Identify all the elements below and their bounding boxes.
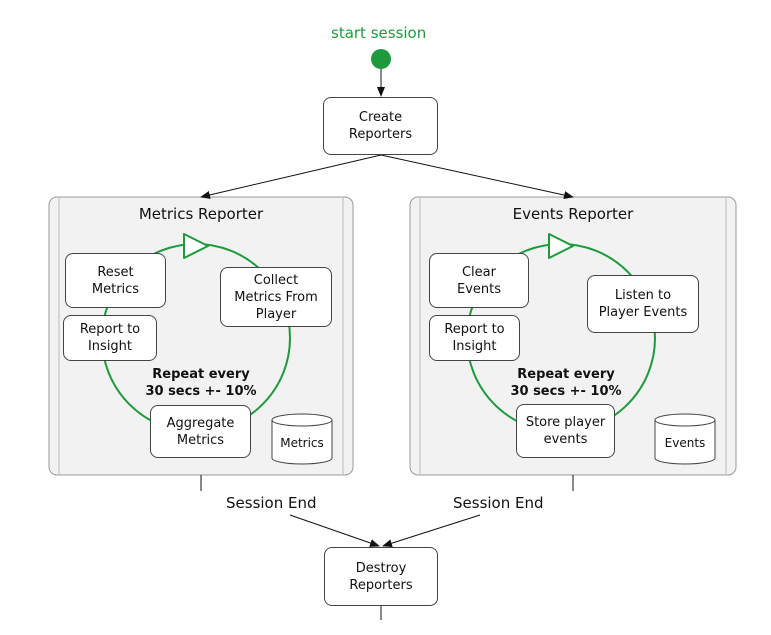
metrics-repeat-label: Repeat every 30 secs +- 10% [136, 366, 266, 400]
collect-metrics-node: Collect Metrics From Player [220, 267, 332, 327]
start-label: start session [331, 24, 427, 42]
report-to-insight-node-events: Report to Insight [429, 315, 520, 361]
metrics-cycle-arrowhead [183, 233, 209, 259]
node-label-line: Store player [525, 415, 606, 430]
destroy-reporters-node: Destroy Reporters [324, 547, 438, 606]
node-label-line: Clear [461, 264, 496, 280]
edge-events-destroy [382, 514, 481, 548]
start-node [371, 49, 391, 69]
node-label-line: Insight [87, 339, 133, 354]
repeat-line: 30 secs +- 10% [510, 384, 622, 399]
repeat-line: Repeat every [152, 367, 250, 382]
clear-events-node: Clear Events [429, 253, 529, 308]
create-reporters-node: Create Reporters [323, 97, 438, 155]
node-label-line: Events [456, 281, 501, 297]
metrics-datastore-label: Metrics [280, 436, 324, 450]
repeat-line: Repeat every [517, 367, 615, 382]
events-datastore [654, 413, 716, 465]
node-label-line: Metrics From [234, 289, 318, 305]
edge-metrics-destroy [289, 514, 380, 547]
events-repeat-label: Repeat every 30 secs +- 10% [501, 366, 631, 400]
node-label-line: Player [255, 306, 297, 322]
node-label-line: Listen to [614, 288, 672, 303]
node-label-line: Reporters [349, 577, 413, 593]
reset-metrics-node: Reset Metrics [65, 253, 166, 308]
node-label-line: Report to [444, 322, 505, 337]
node-label-line: Reset [97, 264, 134, 280]
node-label-line: Aggregate [166, 415, 235, 431]
node-label-line: Player Events [598, 305, 688, 320]
node-label-line: Destroy [355, 560, 407, 576]
metrics-datastore [271, 413, 333, 465]
node-label-line: Report to [79, 322, 141, 337]
node-label-line: Collect [253, 272, 299, 288]
metrics-panel-title: Metrics Reporter [138, 205, 264, 223]
events-datastore-label: Events [664, 436, 706, 450]
edge-create-events [380, 154, 574, 199]
node-label-line: Metrics [91, 281, 140, 297]
session-end-label-right: Session End [453, 494, 544, 512]
events-panel-title: Events Reporter [512, 205, 634, 223]
node-label-line: Insight [452, 339, 497, 354]
report-to-insight-node-metrics: Report to Insight [63, 315, 157, 361]
edge-create-metrics [200, 154, 382, 199]
events-cycle-arrowhead [548, 233, 574, 259]
node-label-line: Create [358, 110, 403, 125]
node-label-line: Metrics [176, 432, 225, 448]
store-player-events-node: Store player events [516, 404, 615, 458]
node-label-line: events [543, 432, 588, 447]
node-label-line: Reporters [348, 127, 413, 142]
session-end-label-left: Session End [226, 494, 317, 512]
listen-to-player-events-node: Listen to Player Events [587, 275, 699, 333]
repeat-line: 30 secs +- 10% [145, 384, 257, 399]
aggregate-metrics-node: Aggregate Metrics [150, 405, 251, 458]
